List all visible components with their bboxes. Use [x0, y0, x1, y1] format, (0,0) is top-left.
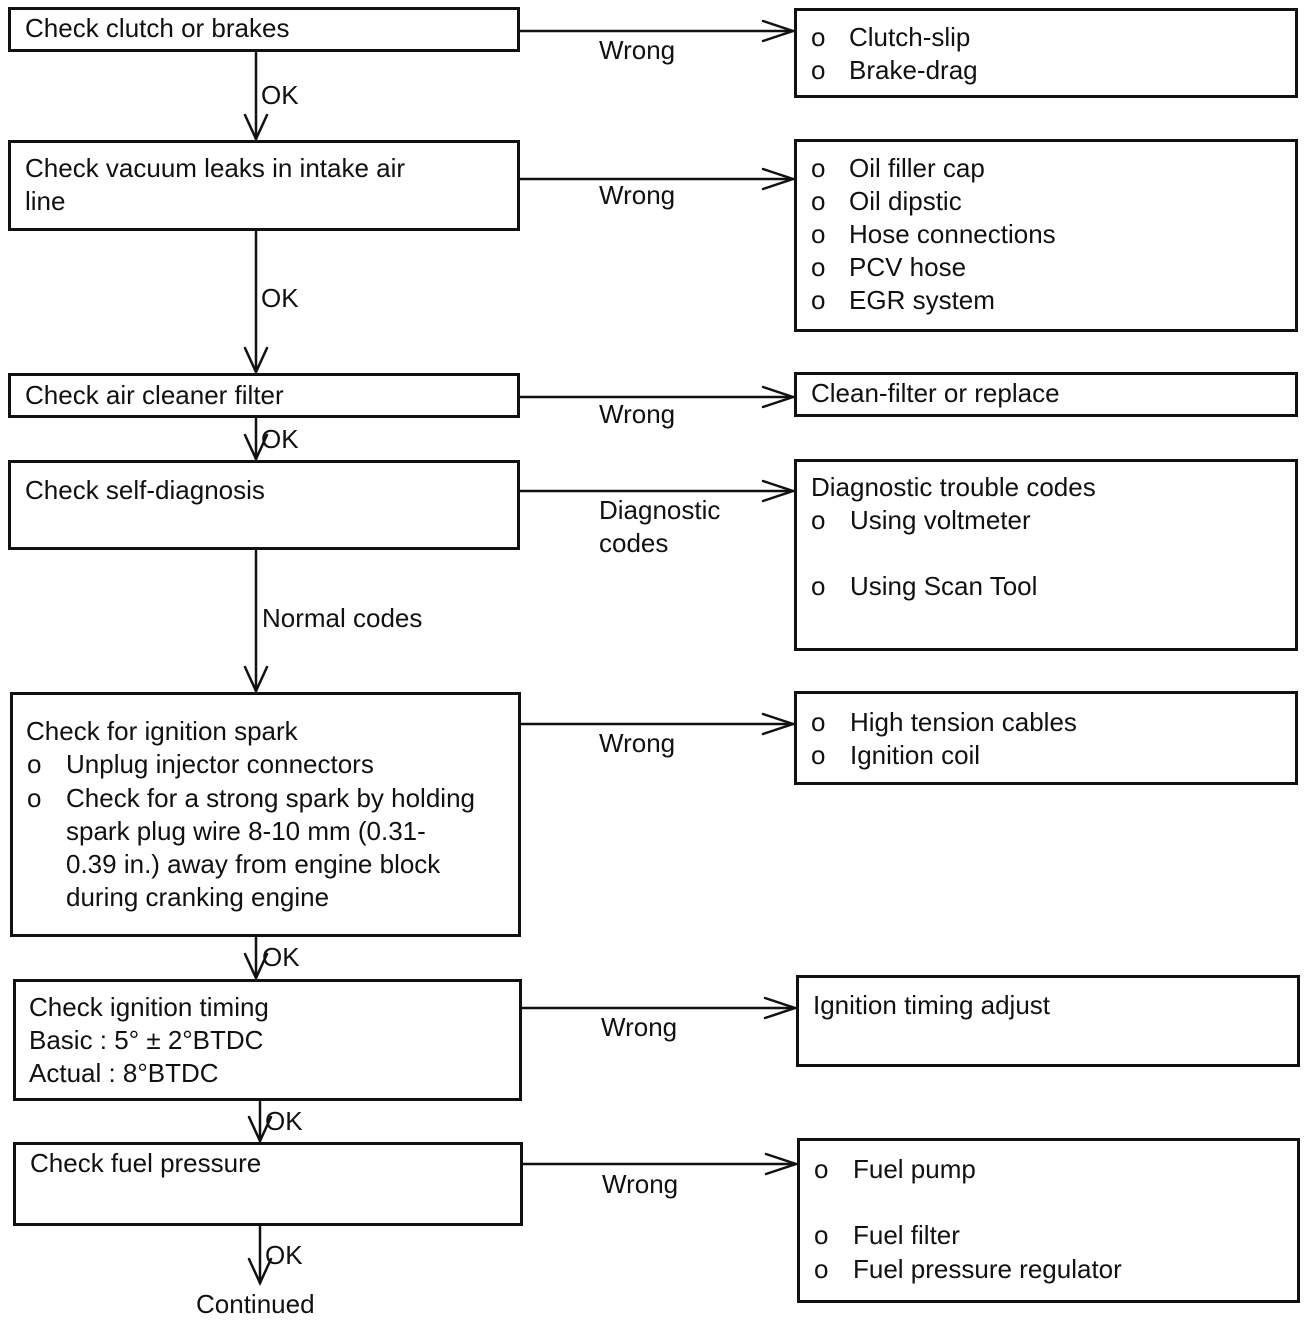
right-arrowhead: [761, 712, 797, 736]
bullet-marker: o: [811, 55, 826, 85]
right-arrowhead: [761, 385, 797, 409]
bullet-text: Oil dipstic: [849, 186, 962, 216]
step-line: Basic : 5° ± 2°BTDC: [29, 1025, 264, 1055]
result-diagnostic-trouble-codes: Diagnostic trouble codes o Using voltmet…: [794, 459, 1298, 651]
edge-label-line: codes: [599, 528, 669, 558]
bullet-text: Fuel pump: [853, 1154, 976, 1184]
down-arrowhead: [243, 346, 269, 376]
down-arrowhead: [243, 433, 269, 463]
edge-label-line: Diagnostic: [599, 495, 721, 525]
bullet-text: High tension cables: [850, 707, 1077, 737]
bullet-text: 0.39 in.) away from engine block: [66, 849, 441, 879]
step-line: Check vacuum leaks in intake air: [25, 153, 406, 183]
bullet-text: Hose connections: [849, 219, 1056, 249]
edge-label-ok: OK: [261, 80, 299, 110]
bullet-marker: o: [811, 505, 826, 535]
step-line: Check ignition timing: [29, 992, 269, 1022]
right-arrowhead: [761, 167, 797, 191]
right-arrowhead: [761, 479, 797, 503]
edge-label-wrong: Wrong: [599, 399, 676, 429]
result-text: Clean-filter or replace: [811, 378, 1060, 408]
step-check-fuel-pressure: Check fuel pressure: [13, 1142, 523, 1226]
bullet-text: Brake-drag: [849, 55, 978, 85]
step-check-self-diagnosis: Check self-diagnosis: [8, 460, 520, 550]
down-arrowhead: [243, 952, 269, 982]
step-check-ignition-spark: Check for ignition spark o Unplug inject…: [10, 692, 521, 937]
bullet-marker: o: [811, 22, 826, 52]
footer-continued: Continued: [196, 1289, 315, 1319]
bullet-marker: o: [811, 707, 826, 737]
bullet-text: PCV hose: [849, 252, 967, 282]
bullet-marker: o: [811, 285, 826, 315]
bullet-text: Using Scan Tool: [850, 571, 1038, 601]
result-fuel-components: o Fuel pump o Fuel filter o Fuel pressur…: [797, 1138, 1300, 1303]
bullet-marker: o: [811, 186, 826, 216]
bullet-text: Using voltmeter: [850, 505, 1031, 535]
edge-label-normal-codes: Normal codes: [262, 603, 423, 633]
result-clean-filter: Clean-filter or replace: [794, 372, 1298, 417]
step-line: Check self-diagnosis: [25, 475, 265, 505]
bullet-text: EGR system: [849, 285, 995, 315]
right-arrowhead: [764, 1152, 800, 1176]
bullet-marker: o: [814, 1254, 829, 1284]
edge-label-wrong: Wrong: [599, 180, 676, 210]
edge-label-wrong: Wrong: [601, 1012, 678, 1042]
step-check-vacuum-leaks: Check vacuum leaks in intake air line: [8, 140, 520, 231]
bullet-marker: o: [814, 1154, 829, 1184]
step-check-clutch-brakes: Check clutch or brakes: [8, 7, 520, 52]
bullet-text: spark plug wire 8-10 mm (0.31-: [66, 816, 426, 846]
result-text: Ignition timing adjust: [813, 990, 1051, 1020]
bullet-marker: o: [811, 740, 826, 770]
edge-label-wrong: Wrong: [599, 35, 676, 65]
bullet-marker: o: [811, 153, 826, 183]
down-arrowhead: [243, 665, 269, 695]
right-arrowhead: [763, 996, 799, 1020]
step-line: Actual : 8°BTDC: [29, 1058, 219, 1088]
edge-label-ok: OK: [265, 1106, 303, 1136]
step-title: Check for ignition spark: [26, 716, 298, 746]
bullet-marker: o: [811, 571, 826, 601]
bullet-text: Fuel pressure regulator: [853, 1254, 1122, 1284]
down-arrowhead: [247, 1257, 273, 1287]
edge-label-wrong: Wrong: [602, 1169, 679, 1199]
step-line: Check clutch or brakes: [25, 13, 290, 43]
bullet-text: Ignition coil: [850, 740, 981, 770]
bullet-marker: o: [811, 219, 826, 249]
step-line: Check air cleaner filter: [25, 380, 284, 410]
edge-label-ok: OK: [265, 1240, 303, 1270]
bullet-marker: o: [27, 783, 42, 813]
edge-label-wrong: Wrong: [599, 728, 676, 758]
bullet-text: Oil filler cap: [849, 153, 985, 183]
down-arrowhead: [243, 113, 269, 143]
down-arrowhead: [247, 1115, 273, 1145]
result-text: Diagnostic trouble codes: [811, 472, 1096, 502]
bullet-marker: o: [811, 252, 826, 282]
bullet-marker: o: [814, 1220, 829, 1250]
edge-label-ok: OK: [261, 283, 299, 313]
bullet-text: Fuel filter: [853, 1220, 960, 1250]
bullet-text: Clutch-slip: [849, 22, 971, 52]
bullet-marker: o: [27, 749, 42, 779]
step-check-air-cleaner: Check air cleaner filter: [8, 373, 520, 418]
edge-label-diagnostic-codes: Diagnostic codes: [599, 494, 720, 560]
result-ignition-timing-adjust: Ignition timing adjust: [796, 975, 1300, 1067]
bullet-text: Unplug injector connectors: [66, 749, 374, 779]
edge-label-ok: OK: [261, 424, 299, 454]
right-arrowhead: [761, 19, 797, 43]
step-check-ignition-timing: Check ignition timing Basic : 5° ± 2°BTD…: [13, 979, 522, 1101]
step-line: Check fuel pressure: [30, 1148, 262, 1178]
bullet-text: during cranking engine: [66, 882, 330, 912]
bullet-text: Check for a strong spark by holding: [66, 783, 475, 813]
step-line: line: [25, 186, 66, 216]
result-clutch-brake: o Clutch-slip o Brake-drag: [794, 8, 1298, 98]
result-vacuum-leak-sources: o Oil filler cap o Oil dipstic o Hose co…: [794, 139, 1298, 332]
result-ignition-components: o High tension cables o Ignition coil: [794, 691, 1298, 785]
edge-label-ok: OK: [262, 942, 300, 972]
